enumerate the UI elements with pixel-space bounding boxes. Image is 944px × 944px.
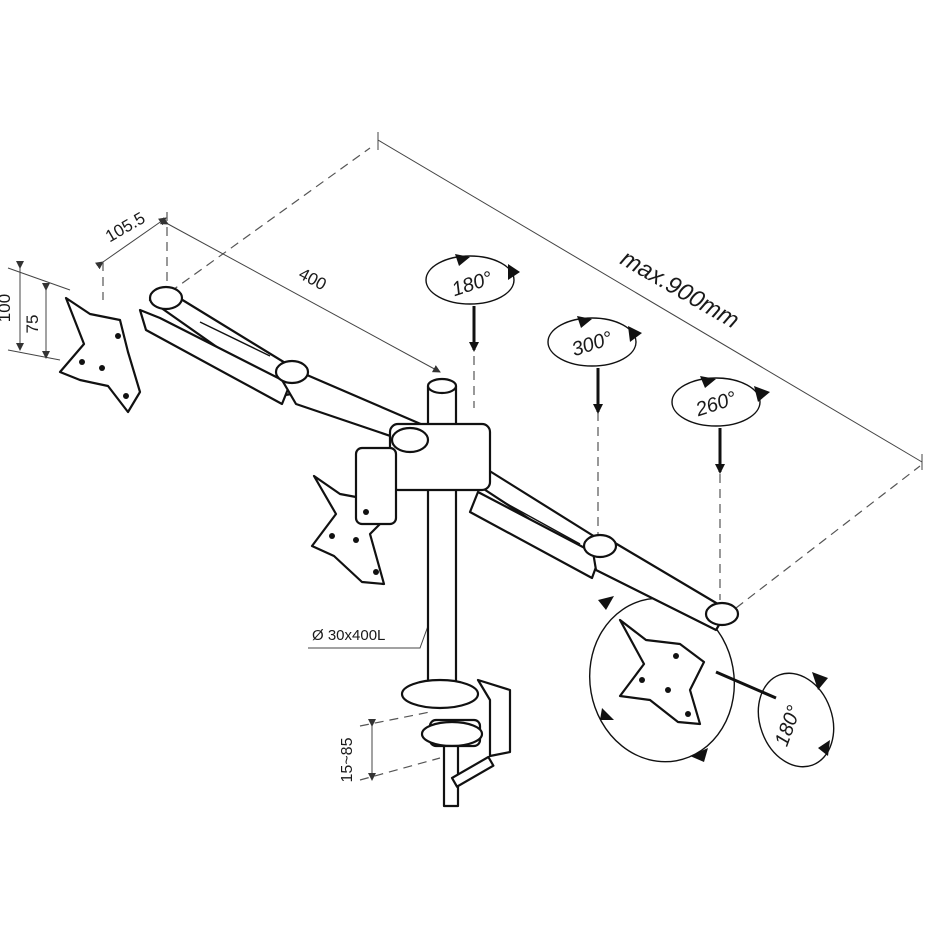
middle-joint-swivel-label: 300° <box>569 327 615 361</box>
vesa-plate-right <box>618 618 706 726</box>
max-width-label: max.900mm <box>616 245 744 334</box>
vesa-small-label: 75 <box>23 315 42 334</box>
max-width-dimension-line <box>377 139 923 463</box>
dimension-lines <box>7 132 923 781</box>
pole-swivel-label: 180° <box>449 267 495 301</box>
end-joint-swivel-label: 260° <box>692 387 739 421</box>
plate-tilt-label: 180° <box>771 703 806 749</box>
vesa-plate-left <box>58 296 142 414</box>
arm-length-label: 400 <box>296 264 330 294</box>
pole <box>388 377 492 688</box>
vesa-plate-middle <box>310 446 398 586</box>
rotation-arrows <box>425 254 835 768</box>
desk-clamp <box>400 678 512 808</box>
arm-offset-label: 105.5 <box>102 208 148 246</box>
arm-length-dimension-line <box>159 217 441 373</box>
left-extension-line <box>169 147 371 293</box>
left-arm <box>138 285 432 448</box>
vesa-large-label: 100 <box>0 294 14 322</box>
pole-label: Ø 30x400L <box>312 627 385 644</box>
right-extension-line <box>735 465 921 609</box>
clamp-range-label: 15~85 <box>339 737 356 782</box>
arm-offset-dimension-line <box>94 217 167 270</box>
